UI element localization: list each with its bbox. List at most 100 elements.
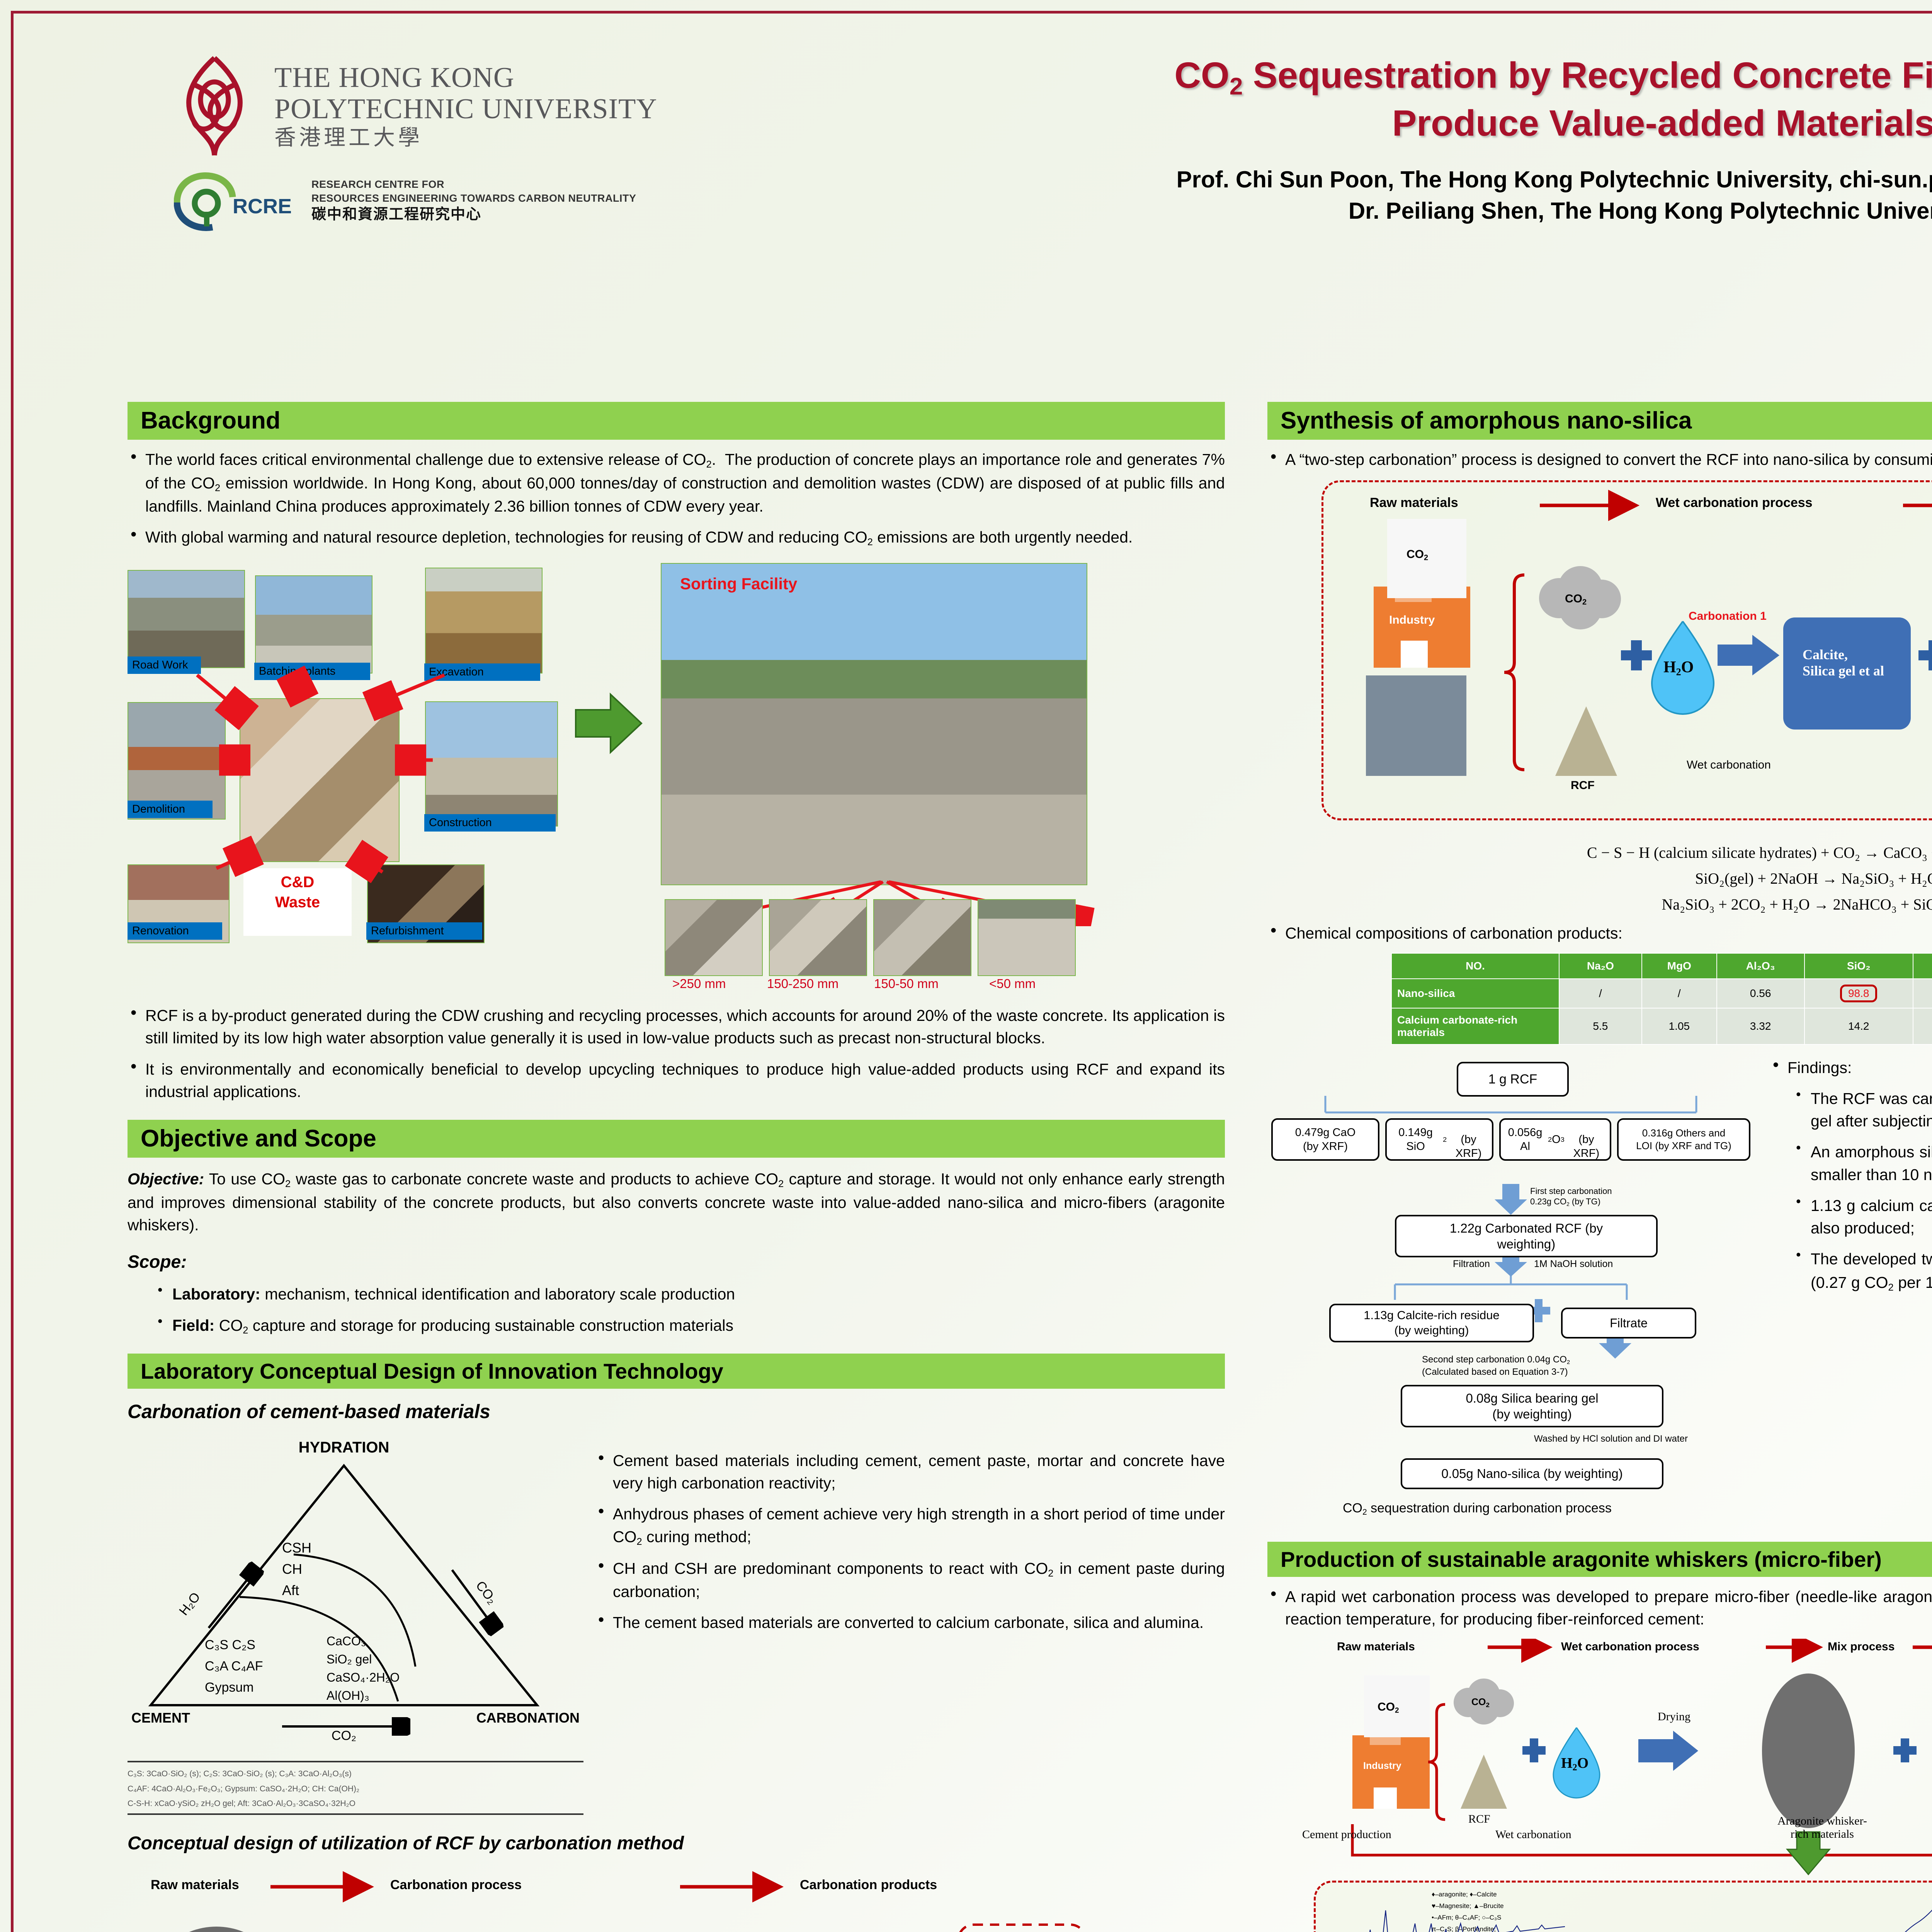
poster-border <box>11 11 1932 1932</box>
size-caption: >250 mm <box>672 976 726 991</box>
photo-sorting-facility <box>661 563 1087 886</box>
svg-text:CaSO₄·2H₂O: CaSO₄·2H₂O <box>327 1670 400 1684</box>
table-cell-highlighted: 98.8 <box>1804 978 1913 1009</box>
photo-caption: Road Work <box>128 656 201 674</box>
scope-list: Laboratory: mechanism, technical identif… <box>155 1281 1225 1337</box>
drying-label: Drying <box>1658 1710 1690 1723</box>
green-arrow-icon <box>575 692 643 754</box>
list-item: The developed two-step carbonation proce… <box>1793 1246 1932 1294</box>
diagram-stage-label: Wet carbonation process <box>1561 1640 1699 1653</box>
whisker-line1: Aragonite whisker- <box>1777 1815 1867 1828</box>
university-name-line1: THE HONG KONG <box>274 62 515 94</box>
equation-block: C − S − H (calcium silicate hydrates) + … <box>1267 844 1932 913</box>
title-co2-subscript: 2 <box>1229 73 1243 100</box>
table-row: Calcium carbonate-rich materials 5.5 1.0… <box>1391 1007 1932 1045</box>
svg-text:SiO₂ gel: SiO₂ gel <box>327 1652 372 1666</box>
carbonation-bullet-list: Cement based materials including cement,… <box>595 1441 1225 1815</box>
flow-note: Washed by HCl solution and DI water <box>1534 1433 1688 1444</box>
table-cell: / <box>1559 978 1642 1009</box>
rcre-name-line2: RESOURCES ENGINEERING TOWARDS CARBON NEU… <box>311 192 636 204</box>
polyu-logo-block: THE HONG KONG POLYTECHNIC UNIVERSITY 香港理… <box>170 54 835 158</box>
two-step-carbonation-diagram: Raw materials Wet carbonation process Ca… <box>1321 480 1932 820</box>
table-cell: 0.16 <box>1912 978 1932 1009</box>
photo-fraction-4 <box>978 899 1076 976</box>
section-heading-lab-design: Laboratory Conceptual Design of Innovati… <box>128 1353 1225 1389</box>
list-item: An amorphous silica with a high purity o… <box>1793 1139 1932 1185</box>
photo-fraction-3 <box>873 899 971 976</box>
table-lead-list: Chemical compositions of carbonation pro… <box>1267 920 1932 944</box>
photo-fraction-2 <box>769 899 867 976</box>
title-co2-text: CO <box>1174 55 1230 96</box>
rcre-logo-icon: RCRE <box>174 170 301 232</box>
diagram-stage-label: Mix process <box>1828 1640 1895 1653</box>
flow-node: 1 g RCF <box>1457 1061 1569 1097</box>
whisker-line2: rich materials <box>1790 1828 1854 1841</box>
carbonation-1-label: Carbonation 1 <box>1689 609 1767 622</box>
cdw-label-line1: C&D <box>281 874 315 891</box>
svg-text:π–C₂S; β–Portlandite;: π–C₂S; β–Portlandite; <box>1432 1925 1496 1932</box>
list-item: 1.13 g calcium carbonate-rich materials … <box>1793 1193 1932 1239</box>
cement-production-label: Cement production <box>1302 1828 1391 1841</box>
list-item: With global warming and natural resource… <box>128 524 1225 549</box>
photo-caption: Demolition <box>128 801 213 818</box>
scope-item-label: Field: <box>172 1316 215 1334</box>
box-line1: Calcite, <box>1803 646 1848 662</box>
h2o-label: H2O <box>1663 658 1694 677</box>
photo-excavation <box>425 568 543 674</box>
co2-label: CO2 <box>1471 1697 1490 1709</box>
objective-paragraph: Objective: To use CO2 waste gas to carbo… <box>128 1170 1225 1234</box>
table-cell: 0.17 <box>1912 1007 1932 1045</box>
flowchart-caption: CO2 sequestration during carbonation pro… <box>1343 1500 1612 1517</box>
carbonation-triangle-section: HYDRATION H₂O CO₂ <box>128 1429 1225 1815</box>
flow-node-text: 0.05g Nano-silica (by weighting) <box>1441 1466 1623 1481</box>
photo-caption: Batching plants <box>254 663 370 680</box>
table-cell: 14.2 <box>1804 1007 1913 1045</box>
list-item: RCF is a by-product generated during the… <box>128 1003 1225 1049</box>
photo-road-work <box>128 570 245 668</box>
list-item: Chemical compositions of carbonation pro… <box>1267 920 1932 944</box>
legend-line: C₃S: 3CaO·SiO₂ (s); C₂S: 3CaO·SiO₂ (s); … <box>128 1769 352 1779</box>
table-header-row: NO. Na₂O MgO Al₂O₃ SiO₂ K₂O CaO Fe₂O₃ P₂… <box>1391 952 1932 979</box>
findings-label-list: Findings: <box>1770 1055 1932 1079</box>
concept-design-subheading: Conceptual design of utilization of RCF … <box>128 1833 684 1854</box>
scope-item-label: Laboratory: <box>172 1285 260 1303</box>
author-block: Prof. Chi Sun Poon, The Hong Kong Polyte… <box>935 164 1932 227</box>
svg-text:Al(OH)₃: Al(OH)₃ <box>327 1689 369 1702</box>
industry-label: Industry <box>1363 1760 1401 1772</box>
photo-cdw-rubble <box>240 698 400 862</box>
list-item: The world faces critical environmental c… <box>128 447 1225 517</box>
legend-line: C₄AF: 4CaO·Al₂O₃·Fe₂O₃; Gypsum: CaSO₄·2H… <box>128 1784 360 1793</box>
svg-text:CH: CH <box>282 1561 302 1577</box>
flow-note: Second step carbonation 0.04g CO2 (Calcu… <box>1422 1354 1570 1377</box>
flow-stage-label: Carbonation products <box>800 1877 937 1892</box>
table-row: Nano-silica / / 0.56 98.8 0.16 0.29 0.07… <box>1391 978 1932 1009</box>
objective-label: Objective: <box>128 1170 204 1188</box>
photo-demolition <box>128 702 226 820</box>
findings-list: The RCF was carbonated rapidly to form a… <box>1793 1086 1932 1294</box>
svg-text:CaCO₃: CaCO₃ <box>327 1634 366 1648</box>
cdw-photo-collage: Road Work Batching plants Excavation Dem… <box>128 559 1225 949</box>
table-cell: 3.32 <box>1716 1007 1805 1045</box>
xrd-nmr-chart-panel: ♦–aragonite; ♦–Calcite ♥–Magnesite; ▲–Br… <box>1314 1881 1932 1932</box>
table-header-cell: SiO₂ <box>1804 952 1913 979</box>
table-header-cell: K₂O <box>1912 952 1932 979</box>
section-heading-background: Background <box>128 402 1225 440</box>
flow-node-text: Filtrate <box>1610 1316 1648 1330</box>
sieve-fraction-row: >250 mm 150-250 mm 150-50 mm <50 mm <box>128 899 1225 996</box>
rcre-name-chinese: 碳中和資源工程研究中心 <box>311 206 482 223</box>
diagram-stage-label: Raw materials <box>1337 1640 1415 1653</box>
photo-caption: Excavation <box>424 663 540 681</box>
cdw-label-line2: Waste <box>275 894 320 911</box>
university-name-line2: POLYTECHNIC UNIVERSITY <box>274 93 657 125</box>
photo-caption: Renovation <box>128 922 222 940</box>
cement-carbonation-triangle-diagram: HYDRATION H₂O CO₂ <box>128 1435 583 1759</box>
photo-caption: Construction <box>424 814 556 832</box>
rcf-bullet-list: RCF is a by-product generated during the… <box>128 1003 1225 1103</box>
svg-text:CO₂: CO₂ <box>332 1728 356 1743</box>
box-line2: Silica gel et al <box>1803 663 1884 679</box>
scope-label-text: Scope: <box>128 1252 187 1272</box>
